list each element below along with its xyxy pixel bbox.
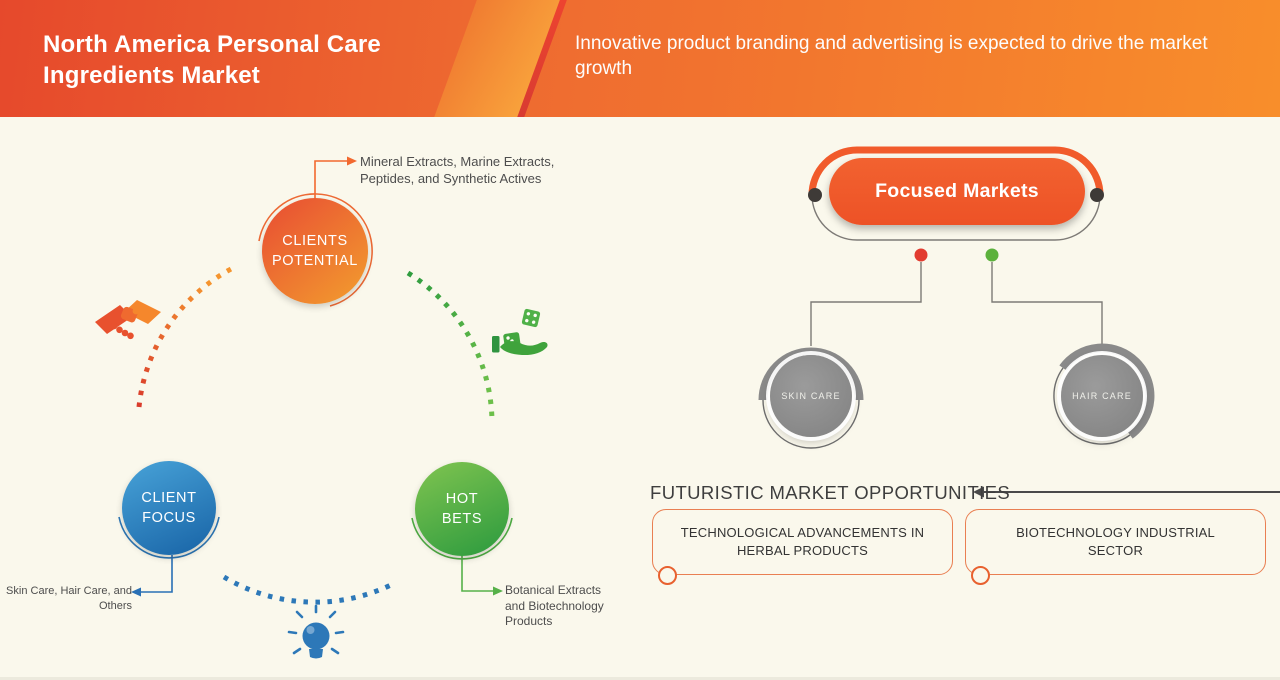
focused-markets-pill: Focused Markets xyxy=(829,158,1085,225)
skin-care-branch-line xyxy=(810,262,922,346)
opportunity-label: BIOTECHNOLOGY INDUSTRIAL SECTOR xyxy=(1016,525,1215,558)
arrow-left-icon xyxy=(131,587,141,597)
dice-hand-icon xyxy=(492,308,548,356)
clients-potential-accent-arc xyxy=(258,193,373,307)
futuristic-heading: FUTURISTIC MARKET OPPORTUNITIES xyxy=(650,482,1011,503)
hot-bets-connector xyxy=(461,556,503,596)
client-focus-label: CLIENT FOCUS xyxy=(141,490,197,526)
red-branch-dot xyxy=(914,248,928,262)
corner-ring-icon xyxy=(658,566,677,585)
header-band: North America Personal Care Ingredients … xyxy=(0,0,1280,117)
green-dotted-arc xyxy=(406,270,495,422)
opportunity-box-biotech: BIOTECHNOLOGY INDUSTRIAL SECTOR xyxy=(965,509,1266,585)
hair-care-label: HAIR CARE xyxy=(1072,391,1132,401)
client-focus-accent-arc xyxy=(118,516,220,559)
page-subtitle: Innovative product branding and advertis… xyxy=(575,33,1208,79)
focused-markets-label: Focused Markets xyxy=(875,180,1039,202)
client-focus-annotation: Skin Care, Hair Care, and Others xyxy=(6,585,132,612)
client-focus-connector xyxy=(131,555,173,597)
clients-potential-connector xyxy=(314,156,357,199)
client-focus-circle: CLIENT FOCUS xyxy=(122,461,216,555)
hot-bets-annotation: Botanical Extracts and Biotechnology Pro… xyxy=(505,583,604,628)
clients-potential-circle: CLIENTS POTENTIAL xyxy=(262,198,368,304)
arrow-right-icon xyxy=(493,586,503,596)
left-anchor-dot xyxy=(808,188,822,202)
hot-bets-circle: HOT BETS xyxy=(415,462,509,556)
hair-care-ring xyxy=(1053,343,1155,445)
skin-care-ring xyxy=(758,347,864,449)
clients-potential-annotation: Mineral Extracts, Marine Extracts, Pepti… xyxy=(360,154,555,186)
arrow-left-icon xyxy=(973,486,984,498)
corner-ring-icon xyxy=(971,566,990,585)
right-anchor-dot xyxy=(1090,188,1104,202)
outline-top-arc xyxy=(808,146,1104,196)
hair-care-branch-line xyxy=(991,262,1103,346)
lightbulb-icon xyxy=(287,604,345,659)
skin-care-circle: SKIN CARE xyxy=(770,355,852,437)
green-branch-dot xyxy=(985,248,999,262)
orange-dotted-arc xyxy=(136,266,233,408)
arrow-right-icon xyxy=(347,156,357,166)
bottom-edge-strip xyxy=(0,677,1280,680)
focused-markets-outline xyxy=(808,146,1104,346)
clients-potential-label: CLIENTS POTENTIAL xyxy=(272,233,358,269)
handshake-icon xyxy=(95,300,161,340)
opportunity-box-herbal: TECHNOLOGICAL ADVANCEMENTS IN HERBAL PRO… xyxy=(652,509,953,585)
opportunity-label: TECHNOLOGICAL ADVANCEMENTS IN HERBAL PRO… xyxy=(680,525,925,558)
page-title: North America Personal Care Ingredients … xyxy=(43,31,381,89)
blue-dotted-arc xyxy=(222,574,395,605)
hot-bets-label: HOT BETS xyxy=(441,491,483,527)
skin-care-label: SKIN CARE xyxy=(781,391,841,401)
hair-care-circle: HAIR CARE xyxy=(1061,355,1143,437)
outline-bottom-arc xyxy=(811,194,1101,241)
heading-arrow xyxy=(973,486,1280,498)
